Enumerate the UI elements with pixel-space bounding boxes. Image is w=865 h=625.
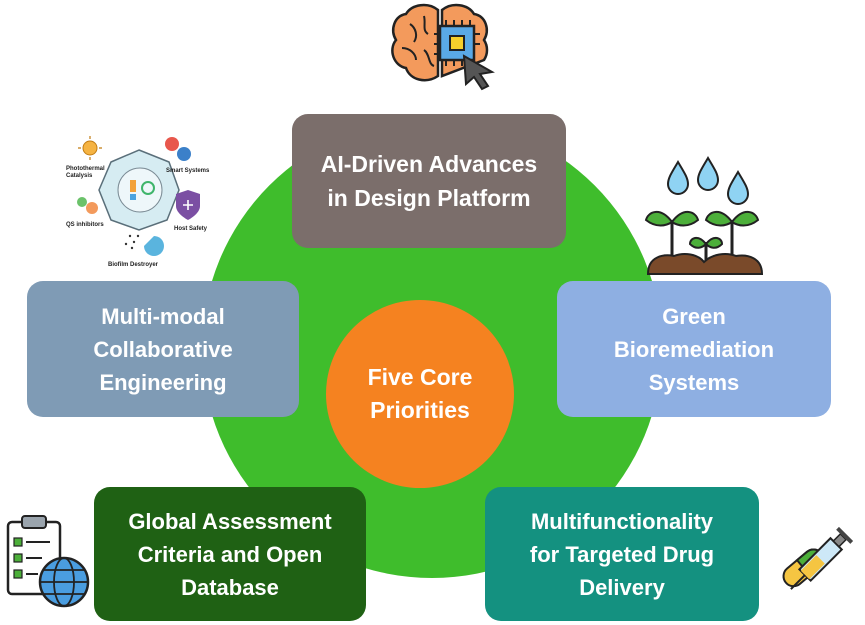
syringe-capsule-icon [772,518,862,608]
priority-multimodal-line-2: Collaborative [93,336,233,362]
priority-global-line-1: Global Assessment [128,508,332,534]
priority-global-assessment: Global Assessment Criteria and Open Data… [94,487,366,621]
plants-watering-icon [642,156,768,278]
priority-multimodal-line-1: Multi-modal [101,303,225,329]
priority-global-line-3: Database [181,574,279,600]
brain-chip-icon [388,2,496,92]
priority-drug-line-1: Multifunctionality [530,508,714,534]
priority-targeted-drug-delivery: Multifunctionality for Targeted Drug Del… [485,487,759,621]
priority-drug-line-3: Delivery [579,574,665,600]
priority-ai-line-2: in Design Platform [327,185,531,211]
priority-ai-line-1: AI-Driven Advances [320,150,538,177]
label-smart-systems: Smart Systems [166,168,210,174]
label-biofilm-destroyer: Biofilm Destroyer [108,262,159,268]
multifunctional-nanoparticle-icon [64,128,214,273]
priority-multimodal-line-3: Engineering [99,369,227,395]
label-host-safety: Host Safety [174,226,208,232]
priority-global-line-2: Criteria and Open [137,541,323,567]
priority-green-line-2: Bioremediation [613,336,775,362]
core-line-2: Priorities [370,397,470,423]
priority-ai-design-platform: AI-Driven Advances in Design Platform [292,114,566,248]
priority-multimodal-engineering: Multi-modal Collaborative Engineering [27,281,299,417]
core-priorities-circle: Five Core Priorities [326,300,514,488]
clipboard-globe-icon [2,512,94,612]
priority-drug-line-2: for Targeted Drug [529,541,715,567]
label-qs-inhibitors: QS inhibitors [66,222,104,228]
priority-green-bioremediation: Green Bioremediation Systems [557,281,831,417]
core-line-1: Five Core [367,363,473,390]
priority-green-line-3: Systems [648,369,740,395]
priority-green-line-1: Green [662,303,726,329]
